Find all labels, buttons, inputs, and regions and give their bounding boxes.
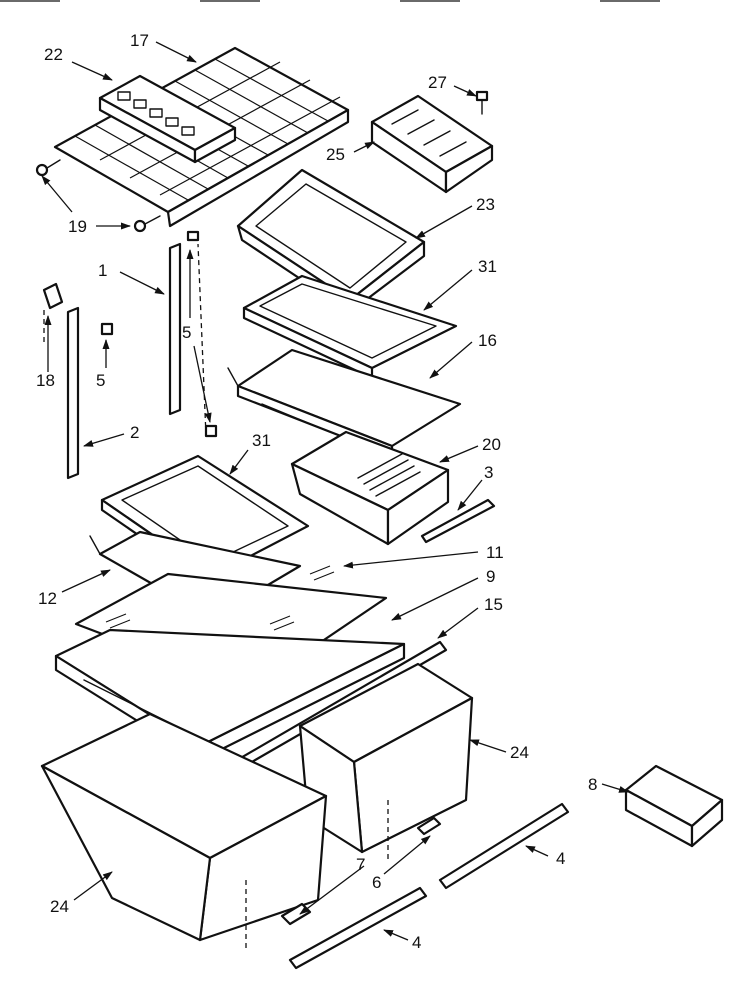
crisper-drawer-part-20 xyxy=(290,430,450,546)
shelf-rail-part-2 xyxy=(66,306,80,480)
callout-24-right: 24 xyxy=(510,743,529,762)
callout-23: 23 xyxy=(476,195,495,214)
leader-lines xyxy=(41,41,629,941)
callout-12: 12 xyxy=(38,589,57,608)
callout-6: 6 xyxy=(372,873,381,892)
callout-5-lower: 5 xyxy=(96,371,105,390)
screw-part-27 xyxy=(475,90,489,115)
callout-22: 22 xyxy=(44,45,63,64)
callout-19: 19 xyxy=(68,217,87,236)
door-bin-part-8 xyxy=(624,764,724,848)
callout-27: 27 xyxy=(428,73,447,92)
callout-7: 7 xyxy=(356,855,365,874)
callout-8: 8 xyxy=(588,775,597,794)
callout-24-left: 24 xyxy=(50,897,69,916)
callout-2: 2 xyxy=(130,423,139,442)
callout-16: 16 xyxy=(478,331,497,350)
callout-17: 17 xyxy=(130,31,149,50)
crisper-drawer-part-24-left xyxy=(40,712,328,942)
shelf-rail-part-1 xyxy=(168,242,182,416)
callout-9: 9 xyxy=(486,567,495,586)
callout-1: 1 xyxy=(98,261,107,280)
callout-4-upper: 4 xyxy=(556,849,565,868)
egg-tray-part-22 xyxy=(98,74,237,164)
callout-31-upper: 31 xyxy=(478,257,497,276)
alignment-lines xyxy=(43,243,389,950)
trim-strip-part-3 xyxy=(420,498,496,544)
callout-15: 15 xyxy=(484,595,503,614)
callout-11: 11 xyxy=(486,543,504,562)
callout-18: 18 xyxy=(36,371,55,390)
bracket-part-25 xyxy=(370,94,494,194)
callout-31-lower: 31 xyxy=(252,431,271,450)
callout-5-upper: 5 xyxy=(182,323,191,342)
screw-part-5-upper xyxy=(186,230,200,242)
callout-4-lower: 4 xyxy=(412,933,421,952)
callout-3: 3 xyxy=(484,463,493,482)
drawer-rail-part-4-upper xyxy=(438,802,570,890)
screw-part-5-side xyxy=(100,322,114,336)
screw-part-5-lower xyxy=(204,424,218,438)
callout-labels: 22 17 19 1 5 18 5 2 27 25 23 31 16 31 20… xyxy=(36,31,597,952)
drawer-rail-part-4-lower xyxy=(288,886,428,970)
callout-25: 25 xyxy=(326,145,345,164)
callout-20: 20 xyxy=(482,435,501,454)
clip-part-6 xyxy=(416,816,442,836)
bracket-part-18 xyxy=(42,282,64,310)
